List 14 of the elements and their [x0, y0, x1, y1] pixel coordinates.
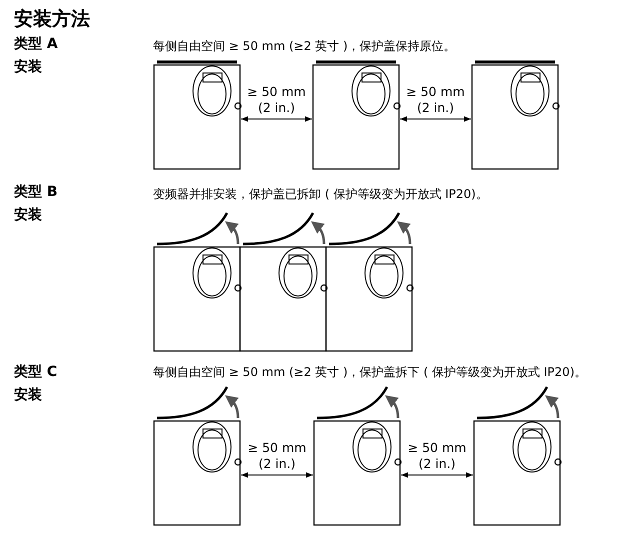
caption-text: 每侧自由空间 ≥ 50 mm (≥2 英寸 )，保护盖保持原位。 [153, 38, 456, 55]
type-heading: 安装 [14, 386, 42, 404]
type-heading: 安装 [14, 58, 42, 76]
caption-text: 每侧自由空间 ≥ 50 mm (≥2 英寸 )，保护盖拆下 ( 保护等级变为开放式 IP20)。 [153, 364, 586, 381]
dimension-label: ≥ 50 mm (2 in.) [246, 440, 308, 472]
caption-text: 变频器并排安装，保护盖已拆卸 ( 保护等级变为开放式 IP20)。 [153, 186, 488, 203]
dimension-label: ≥ 50 mm (2 in.) [246, 84, 307, 116]
dimension-label: ≥ 50 mm (2 in.) [405, 84, 466, 116]
type-heading: 类型 C [14, 363, 58, 381]
type-heading: 类型 B [14, 183, 58, 201]
title: 安装方法 [14, 7, 90, 32]
type-heading: 类型 A [14, 35, 58, 53]
type-heading: 安装 [14, 206, 42, 224]
dimension-label: ≥ 50 mm (2 in.) [406, 440, 468, 472]
